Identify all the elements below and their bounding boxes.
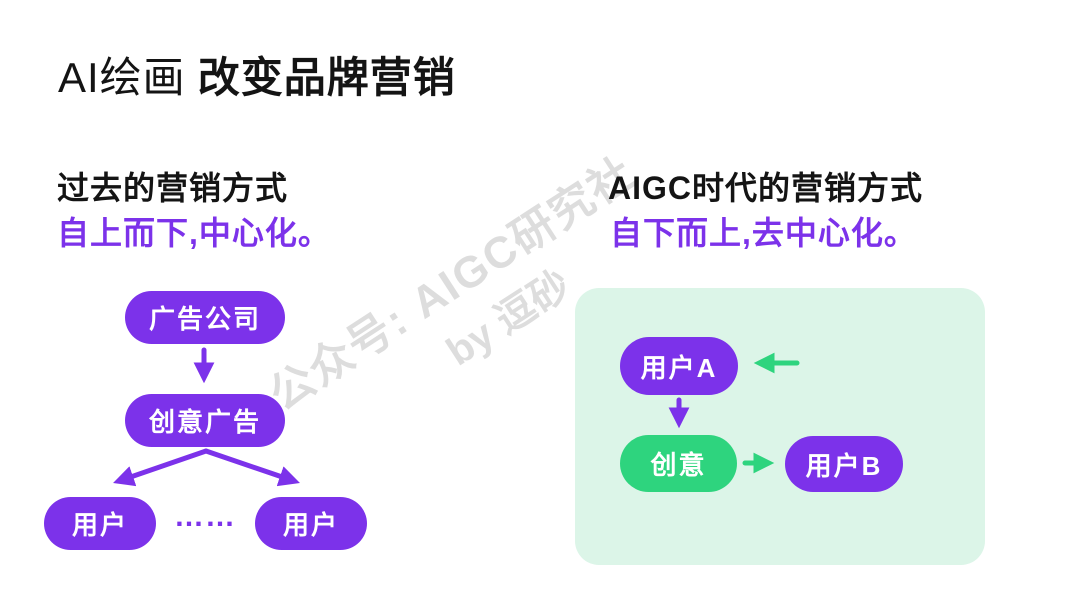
left-section-subheading: 自上而下,中心化。: [57, 215, 331, 251]
left-section-heading: 过去的营销方式: [57, 170, 289, 206]
node-user-right: 用户: [255, 497, 367, 550]
slide-title-emphasis: 改变品牌营销: [197, 54, 456, 101]
right-section-subheading: 自下而上,去中心化。: [610, 215, 917, 251]
node-user-b: 用户B: [785, 436, 903, 492]
node-user-a: 用户A: [620, 337, 738, 395]
ellipsis-between-users: ……: [174, 499, 236, 533]
slide-title: AI绘画改变品牌营销: [58, 44, 456, 105]
node-ad-company: 广告公司: [125, 291, 285, 344]
node-idea: 创意: [620, 435, 737, 492]
aigc-flow-panel: [575, 288, 985, 565]
node-creative-ad: 创意广告: [125, 394, 285, 447]
node-user-left: 用户: [44, 497, 156, 550]
slide-title-prefix: AI绘画: [58, 54, 186, 101]
arrow-creative-to-user-right: [203, 448, 300, 487]
right-section-heading: AIGC时代的营销方式: [608, 170, 924, 206]
arrow-creative-to-user-left: [113, 448, 209, 487]
